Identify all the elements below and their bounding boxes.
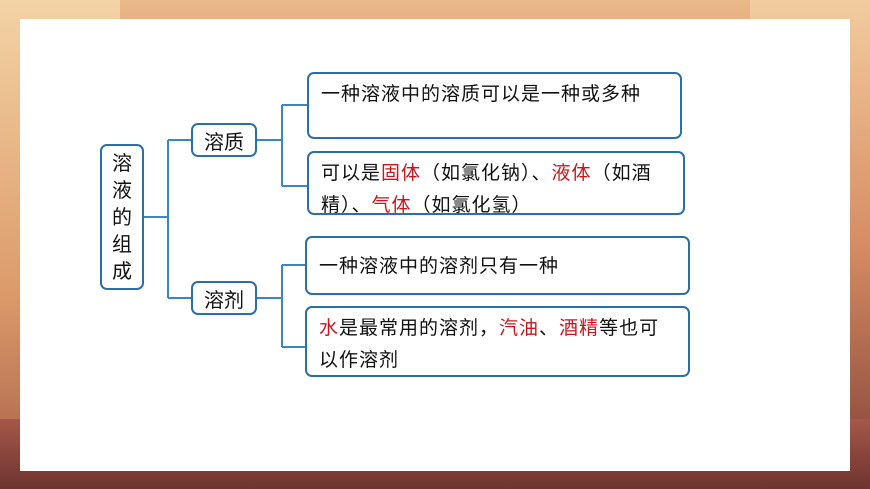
- connector-branch2: [257, 264, 305, 348]
- highlight-term: 水: [319, 317, 340, 339]
- highlight-term: 液体: [551, 162, 592, 184]
- root-char: 的: [112, 204, 132, 229]
- leaf-node-solvent-count: 一种溶液中的溶剂只有一种: [305, 236, 690, 295]
- root-char: 组: [112, 231, 132, 256]
- leaf-text: （如酒精）、: [321, 162, 652, 216]
- branch-node-solvent: 溶剂: [191, 281, 257, 315]
- root-char: 溶: [112, 150, 132, 175]
- connector-lines: [144, 104, 307, 348]
- highlight-term: 气体: [371, 194, 412, 216]
- leaf-node-solvent-examples: 水是最常用的溶剂，汽油、酒精等也可以作溶剂: [305, 306, 690, 377]
- leaf-text: 等也可以作溶剂: [319, 317, 660, 371]
- leaf-text: （如氯化钠）、: [421, 162, 552, 184]
- root-label: 溶 液 的 组 成: [112, 150, 132, 285]
- branch-node-solute: 溶质: [191, 123, 257, 157]
- leaf-text: （如氯化氢）: [411, 194, 532, 216]
- leaf-text: 可以是: [321, 162, 382, 184]
- highlight-term: 固体: [381, 162, 422, 184]
- root-char: 液: [112, 177, 132, 202]
- leaf-text: 是最常用的溶剂，: [339, 317, 500, 339]
- root-node: 溶 液 的 组 成: [100, 144, 144, 290]
- branch-label: 溶剂: [204, 287, 244, 312]
- root-char: 成: [112, 258, 132, 283]
- highlight-term: 酒精: [559, 317, 600, 339]
- connector-root-trunk: [144, 139, 191, 299]
- leaf-text: 一种溶液中的溶剂只有一种: [319, 254, 560, 277]
- leaf-text: 、: [539, 317, 560, 339]
- leaf-node-solute-count: 一种溶液中的溶质可以是一种或多种: [307, 72, 682, 139]
- highlight-term: 汽油: [499, 317, 540, 339]
- leaf-text: 一种溶液中的溶质可以是一种或多种: [321, 83, 642, 105]
- connector-branch1: [257, 104, 307, 187]
- branch-label: 溶质: [204, 129, 244, 154]
- leaf-node-solute-states: 可以是固体（如氯化钠）、液体（如酒精）、气体（如氯化氢）: [307, 151, 685, 216]
